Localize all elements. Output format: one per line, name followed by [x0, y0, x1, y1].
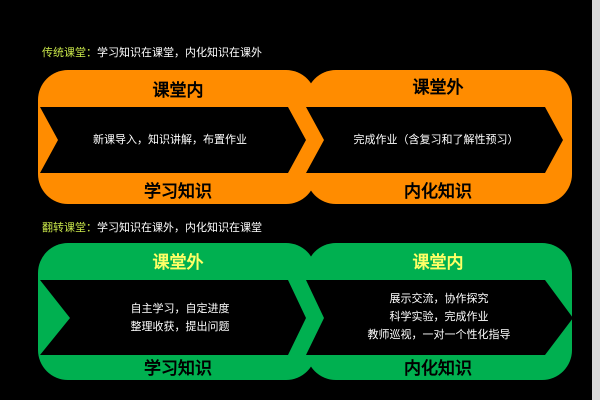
flipped-left-arrow-line: 自主学习，自定进度	[130, 302, 230, 315]
traditional-left-bottom-title: 学习知识	[144, 182, 212, 202]
traditional-left-arrow	[40, 107, 306, 173]
flipped-left-arrow-text: 自主学习，自定进度 整理收获，提出问题	[80, 300, 280, 336]
flipped-right-top-title: 课堂内	[412, 253, 464, 273]
flipped-right-arrow-text: 展示交流，协作探究 科学实验，完成作业 教师巡视，一对一个性化指导	[334, 290, 544, 344]
flipped-left-arrow	[40, 280, 306, 355]
flipped-label: 翻转课堂：	[42, 221, 97, 234]
window-edge-bar	[592, 0, 600, 400]
flipped-description: 学习知识在课外，内化知识在课堂	[97, 221, 262, 234]
flipped-right-bottom-title: 内化知识	[404, 359, 472, 379]
traditional-right-bottom-title: 内化知识	[404, 182, 472, 202]
traditional-left-top-title: 课堂内	[152, 81, 204, 101]
traditional-right-top-title: 课堂外	[412, 78, 464, 98]
flipped-left-bottom-title: 学习知识	[144, 359, 212, 379]
flipped-right-arrow-line: 教师巡视，一对一个性化指导	[367, 328, 511, 341]
traditional-right-arrow	[306, 107, 563, 173]
flipped-heading: 翻转课堂：学习知识在课外，内化知识在课堂	[42, 219, 262, 235]
flipped-left-arrow-line: 整理收获，提出问题	[130, 320, 230, 333]
traditional-heading: 传统课堂：学习知识在课堂，内化知识在课外	[42, 44, 262, 60]
flipped-left-top-title: 课堂外	[152, 253, 204, 273]
traditional-description: 学习知识在课堂，内化知识在课外	[97, 46, 262, 59]
traditional-left-arrow-text: 新课导入，知识讲解，布置作业	[93, 133, 247, 146]
traditional-label: 传统课堂：	[42, 46, 97, 59]
traditional-right-arrow-text: 完成作业（含复习和了解性预习）	[353, 133, 519, 146]
flipped-right-arrow-line: 科学实验，完成作业	[389, 310, 489, 323]
flipped-right-arrow-line: 展示交流，协作探究	[389, 292, 489, 305]
flipped-right-arrow	[306, 280, 573, 355]
